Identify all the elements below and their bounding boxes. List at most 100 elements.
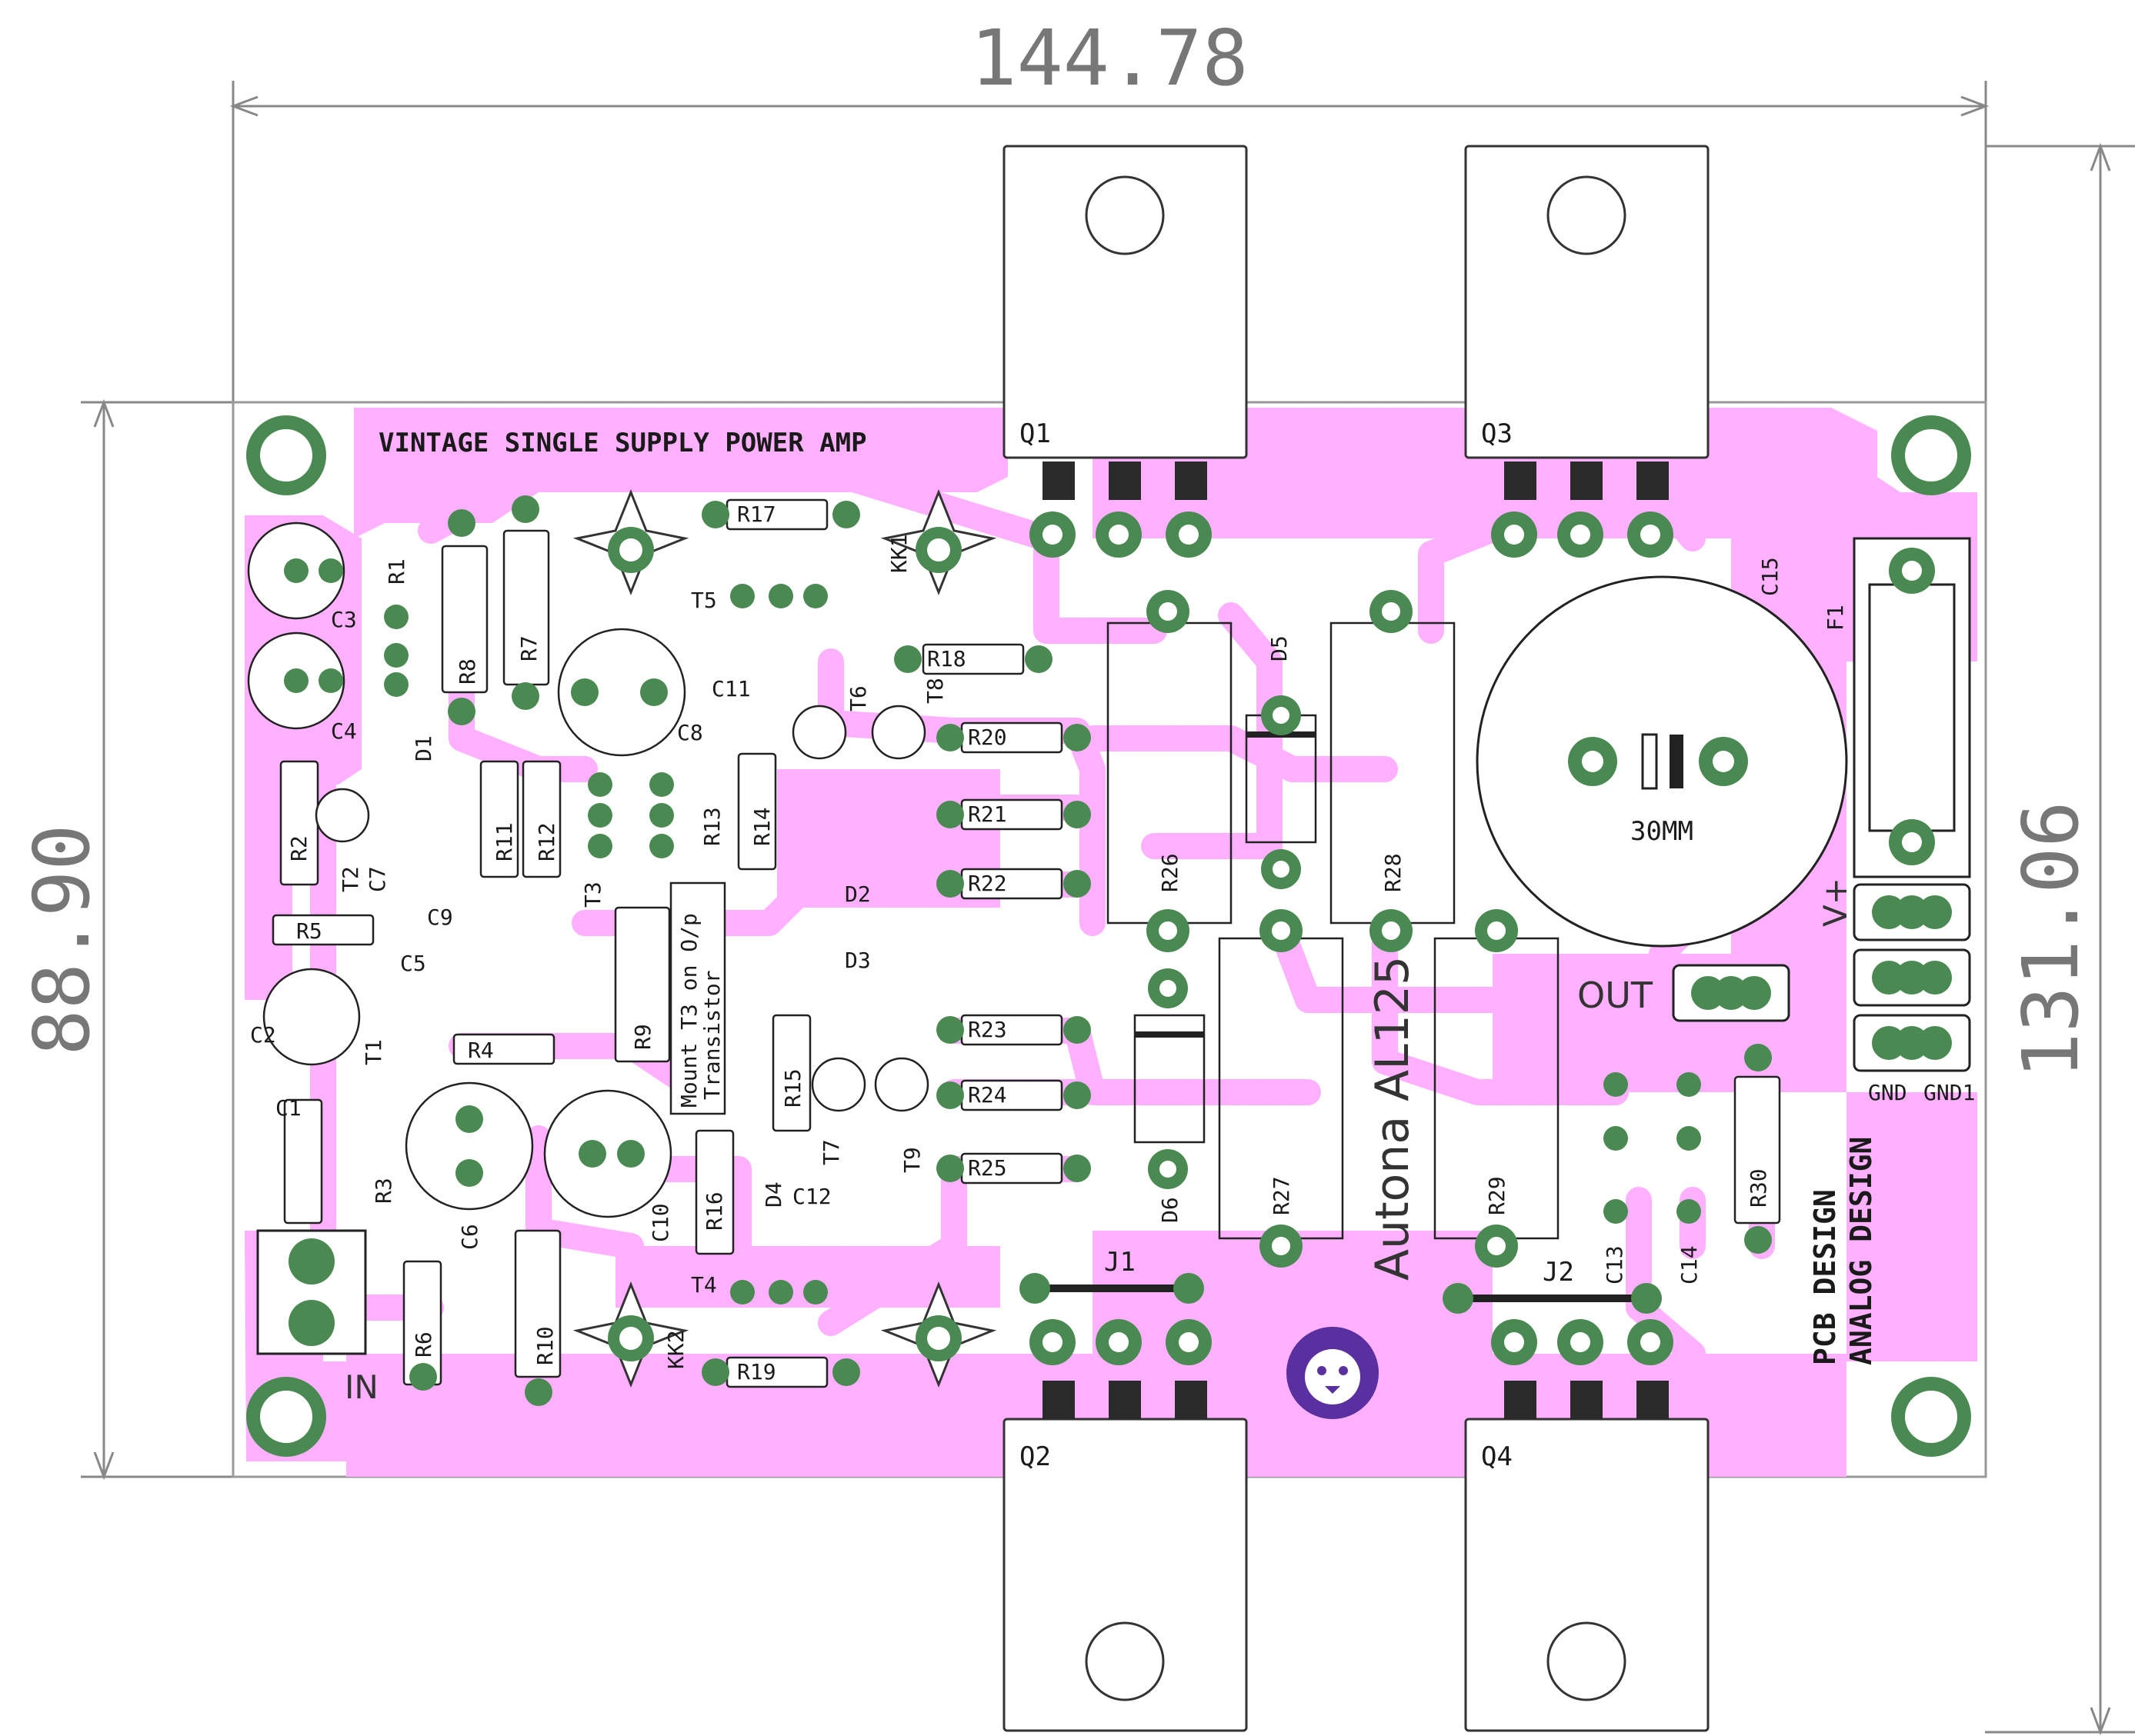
power-transistor-pads bbox=[1029, 511, 1673, 1365]
board-model: Autona AL125 bbox=[1366, 956, 1419, 1281]
ref-c11: C11 bbox=[712, 676, 751, 701]
ref-d2: D2 bbox=[845, 881, 871, 907]
ref-r15: R15 bbox=[780, 1068, 806, 1108]
power-transistors bbox=[1002, 145, 1710, 1732]
ref-t1: T1 bbox=[361, 1039, 386, 1065]
power-transistor-legs bbox=[1042, 461, 1669, 1419]
electrolytic-capacitors bbox=[247, 521, 929, 1218]
power-resistor-pads bbox=[1146, 590, 1518, 1268]
ref-r22: R22 bbox=[968, 871, 1007, 896]
fuse-f1 bbox=[1853, 537, 1971, 878]
credit-line2: ANALOG DESIGN bbox=[1844, 1137, 1878, 1365]
ref-r25: R25 bbox=[968, 1155, 1007, 1181]
ref-c12: C12 bbox=[792, 1184, 832, 1209]
width-dimension: 144.78 bbox=[970, 13, 1248, 103]
ref-r3: R3 bbox=[371, 1178, 396, 1204]
ref-t8: T8 bbox=[922, 678, 948, 704]
ref-t2: T2 bbox=[338, 866, 363, 892]
input-label: IN bbox=[345, 1368, 379, 1406]
ref-f1: F1 bbox=[1823, 605, 1848, 631]
terminal-blocks bbox=[256, 883, 1971, 1355]
ref-c6: C6 bbox=[457, 1224, 482, 1250]
supply-label: V+ bbox=[1816, 878, 1854, 927]
ref-c7: C7 bbox=[365, 866, 390, 892]
ref-r11: R11 bbox=[492, 822, 517, 861]
ref-r20: R20 bbox=[968, 725, 1007, 750]
ref-c9: C9 bbox=[427, 905, 453, 930]
ref-r8: R8 bbox=[455, 658, 480, 685]
ref-r10: R10 bbox=[532, 1326, 558, 1365]
ref-r26: R26 bbox=[1157, 853, 1183, 892]
ref-t7: T7 bbox=[819, 1139, 844, 1165]
transistor-note-box bbox=[669, 881, 726, 1115]
ref-kk1: KK1 bbox=[886, 534, 912, 573]
dimension-lines bbox=[81, 81, 2135, 1736]
ground1-label: GND1 bbox=[1923, 1080, 1975, 1105]
small-resistors bbox=[272, 498, 1781, 1388]
ref-r4: R4 bbox=[468, 1038, 494, 1063]
ref-r30: R30 bbox=[1746, 1168, 1771, 1208]
ref-t3: T3 bbox=[580, 881, 605, 908]
ref-r1: R1 bbox=[384, 558, 409, 585]
ref-r16: R16 bbox=[702, 1191, 727, 1231]
ref-q1: Q1 bbox=[1019, 418, 1051, 449]
ref-r13: R13 bbox=[699, 807, 725, 846]
ref-r28: R28 bbox=[1380, 853, 1406, 892]
ref-c5: C5 bbox=[400, 951, 426, 976]
ref-r9: R9 bbox=[630, 1024, 656, 1050]
board-height-dimension: 88.90 bbox=[17, 824, 107, 1055]
credit-line1: PCB DESIGN bbox=[1808, 1189, 1842, 1365]
lion-logo-icon bbox=[1286, 1327, 1379, 1419]
ref-d1: D1 bbox=[411, 735, 436, 761]
mounting-holes bbox=[246, 415, 1971, 1457]
capacitor-size-note: 30MM bbox=[1630, 816, 1693, 847]
ref-c1: C1 bbox=[275, 1095, 302, 1121]
ref-r5: R5 bbox=[296, 918, 322, 944]
ref-t4: T4 bbox=[691, 1272, 717, 1298]
capacitor-c15 bbox=[1476, 575, 1848, 948]
output-label: OUT bbox=[1577, 975, 1653, 1016]
ref-j2: J2 bbox=[1543, 1257, 1574, 1288]
ref-r14: R14 bbox=[749, 807, 775, 846]
ref-r21: R21 bbox=[968, 801, 1007, 827]
ref-c2: C2 bbox=[250, 1022, 276, 1048]
heatsink-kk2 bbox=[572, 1281, 997, 1388]
ground-label: GND bbox=[1868, 1080, 1907, 1105]
ref-q4: Q4 bbox=[1481, 1441, 1513, 1472]
ref-d4: D4 bbox=[761, 1181, 786, 1208]
ref-d5: D5 bbox=[1266, 635, 1292, 661]
ref-c3: C3 bbox=[331, 607, 357, 632]
ref-r27: R27 bbox=[1269, 1176, 1294, 1215]
ref-j1: J1 bbox=[1104, 1247, 1136, 1278]
ref-c10: C10 bbox=[648, 1203, 673, 1242]
ref-r19: R19 bbox=[737, 1359, 776, 1384]
jumper-wires bbox=[1019, 1273, 1662, 1314]
ref-t5: T5 bbox=[691, 588, 717, 613]
signal-pads bbox=[284, 495, 1772, 1406]
ref-c4: C4 bbox=[331, 718, 357, 744]
ref-r6: R6 bbox=[411, 1331, 436, 1358]
ref-c14: C14 bbox=[1676, 1245, 1702, 1285]
ref-d6: D6 bbox=[1157, 1197, 1183, 1223]
transistor-note-line1: Mount T3 on O/p bbox=[676, 913, 702, 1108]
ref-q3: Q3 bbox=[1481, 418, 1513, 449]
ref-r12: R12 bbox=[534, 822, 559, 861]
ref-q2: Q2 bbox=[1019, 1441, 1051, 1472]
heatsink-kk1 bbox=[572, 488, 997, 596]
ref-r17: R17 bbox=[737, 501, 776, 527]
ref-kk2: KK2 bbox=[663, 1330, 689, 1369]
ref-r29: R29 bbox=[1484, 1176, 1510, 1215]
ref-d3: D3 bbox=[845, 948, 871, 973]
ref-r18: R18 bbox=[927, 646, 966, 671]
ref-c15: C15 bbox=[1757, 557, 1783, 596]
ref-r2: R2 bbox=[286, 835, 312, 861]
ref-r23: R23 bbox=[968, 1017, 1007, 1042]
ref-r24: R24 bbox=[968, 1082, 1007, 1108]
ref-c8: C8 bbox=[677, 720, 703, 745]
overall-height-dimension: 131.06 bbox=[2006, 801, 2096, 1078]
ref-t9: T9 bbox=[899, 1147, 925, 1173]
ref-t6: T6 bbox=[846, 685, 871, 711]
diode-d5-d6 bbox=[1133, 695, 1317, 1189]
transistor-note-line2: Transistor bbox=[699, 970, 725, 1100]
